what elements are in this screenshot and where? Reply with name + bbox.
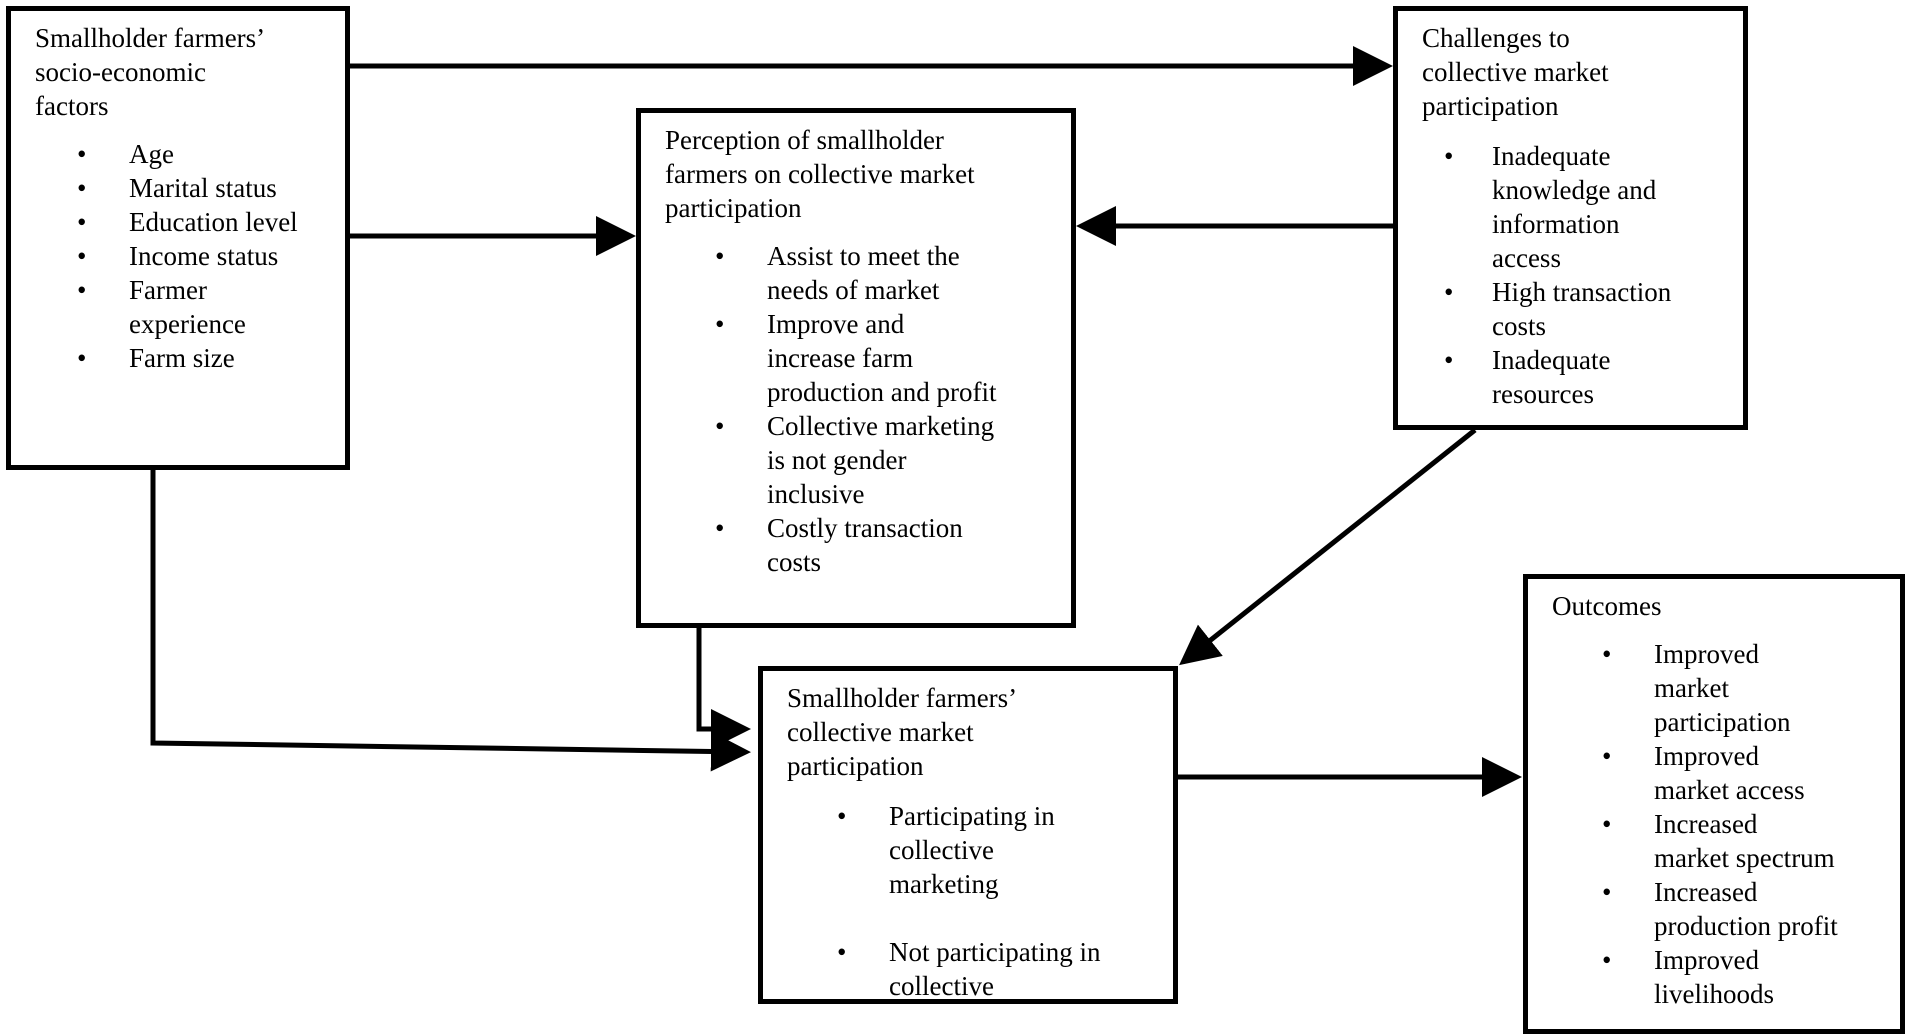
list-item: • Increased production profit: [1602, 875, 1884, 943]
bullet-icon: •: [715, 309, 725, 339]
list-item: • Farm size: [77, 341, 329, 375]
socio-economic-factors-box: Smallholder farmers’ socio-economic fact…: [6, 6, 350, 470]
bullet-icon: •: [837, 801, 847, 831]
list-item-text: Increased market spectrum: [1654, 809, 1835, 873]
list-item: • Improve and increase farm production an…: [715, 307, 1055, 409]
perception-box: Perception of smallholder farmers on col…: [636, 108, 1076, 628]
bullet-icon: •: [77, 173, 87, 203]
bullet-icon: •: [1602, 877, 1612, 907]
list-item-text: Education level: [129, 207, 298, 237]
challenges-list: • Inadequate knowledge and information ac…: [1422, 139, 1727, 411]
bullet-icon: •: [1444, 141, 1454, 171]
list-item-text: Participating in collective marketing: [889, 801, 1055, 899]
arrow-challenges-to-participation: [1179, 428, 1477, 666]
list-item-text: Improved livelihoods: [1654, 945, 1774, 1009]
bullet-icon: •: [77, 343, 87, 373]
list-item-text: Inadequate knowledge and information acc…: [1492, 141, 1657, 273]
list-item-text: Costly transaction costs: [767, 513, 963, 577]
outcomes-title: Outcomes: [1552, 591, 1662, 621]
list-item-text: Assist to meet the needs of market: [767, 241, 960, 305]
arrow-socio-to-participation: [150, 470, 751, 772]
list-item: • Improved market access: [1602, 739, 1884, 807]
challenges-title: Challenges to collective market particip…: [1422, 23, 1609, 121]
socio-economic-factors-title: Smallholder farmers’ socio-economic fact…: [35, 23, 266, 121]
list-item: • Costly transaction costs: [715, 511, 1055, 579]
bullet-icon: •: [715, 513, 725, 543]
list-item-text: Inadequate resources: [1492, 345, 1611, 409]
outcomes-list: • Improved market participation • Improved…: [1552, 637, 1884, 1011]
market-participation-title: Smallholder farmers’ collective market p…: [787, 683, 1018, 781]
list-item: • Improved livelihoods: [1602, 943, 1884, 1011]
list-item: • Increased market spectrum: [1602, 807, 1884, 875]
bullet-icon: •: [1602, 945, 1612, 975]
list-item: • Inadequate resources: [1444, 343, 1727, 411]
list-item: • Improved market participation: [1602, 637, 1884, 739]
list-item-text: Farm size: [129, 343, 235, 373]
bullet-icon: •: [715, 411, 725, 441]
arrow-perception-to-participation: [696, 628, 751, 749]
bullet-icon: •: [837, 937, 847, 967]
socio-economic-factors-list: • Age • Marital status • Education level • I…: [35, 137, 329, 375]
bullet-icon: •: [715, 241, 725, 271]
outcomes-box: Outcomes • Improved market participation …: [1523, 574, 1905, 1034]
bullet-icon: •: [77, 207, 87, 237]
bullet-icon: •: [77, 139, 87, 169]
list-item-text: Age: [129, 139, 174, 169]
list-item: • Inadequate knowledge and information ac…: [1444, 139, 1727, 275]
list-item: • Income status: [77, 239, 329, 273]
bullet-icon: •: [77, 241, 87, 271]
bullet-icon: •: [1602, 639, 1612, 669]
list-item-text: Increased production profit: [1654, 877, 1838, 941]
list-item: • Assist to meet the needs of market: [715, 239, 1055, 307]
bullet-icon: •: [1602, 809, 1612, 839]
list-item-text: Improve and increase farm production and…: [767, 309, 997, 407]
list-item: • Collective marketing is not gender incl…: [715, 409, 1055, 511]
list-item: • Farmer experience: [77, 273, 329, 341]
market-participation-box: Smallholder farmers’ collective market p…: [758, 666, 1178, 1004]
list-item: • Participating in collective marketing: [837, 799, 1157, 901]
bullet-icon: •: [1602, 741, 1612, 771]
list-item-text: Improved market access: [1654, 741, 1805, 805]
list-item: • Education level: [77, 205, 329, 239]
list-item-text: Marital status: [129, 173, 277, 203]
list-item: • Age: [77, 137, 329, 171]
list-item-text: Improved market participation: [1654, 639, 1791, 737]
list-item-text: Collective marketing is not gender inclu…: [767, 411, 995, 509]
perception-list: • Assist to meet the needs of market • Imp…: [665, 239, 1055, 579]
market-participation-list: • Participating in collective marketing •…: [787, 799, 1157, 1003]
list-item-text: Not participating in collective: [889, 937, 1101, 1001]
bullet-icon: •: [77, 275, 87, 305]
challenges-box: Challenges to collective market particip…: [1393, 6, 1748, 430]
bullet-icon: •: [1444, 277, 1454, 307]
list-item: • High transaction costs: [1444, 275, 1727, 343]
list-item: • Not participating in collective: [837, 935, 1157, 1003]
list-item: • Marital status: [77, 171, 329, 205]
perception-title: Perception of smallholder farmers on col…: [665, 125, 975, 223]
list-item-text: Income status: [129, 241, 279, 271]
list-item-text: Farmer experience: [129, 275, 246, 339]
bullet-icon: •: [1444, 345, 1454, 375]
list-item-text: High transaction costs: [1492, 277, 1672, 341]
